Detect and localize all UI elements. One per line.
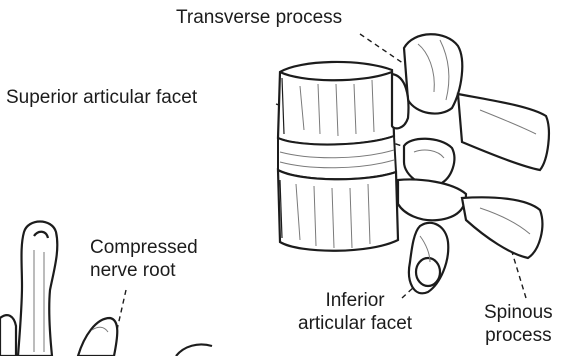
label-superior-articular-facet: Superior articular facet <box>6 86 197 109</box>
leader-line-spinous <box>512 252 526 298</box>
label-spinous-process: Spinous process <box>484 301 553 347</box>
label-spinous-line-1: Spinous <box>484 301 553 324</box>
upper-vertebral-body <box>278 62 394 145</box>
label-compressed-nerve-root: Compressed nerve root <box>90 236 198 282</box>
label-inferior-line-2: articular facet <box>298 312 412 335</box>
label-inferior-line-1: Inferior <box>298 289 412 312</box>
label-spinous-line-2: process <box>484 324 553 347</box>
label-compressed-line-2: nerve root <box>90 259 198 282</box>
label-transverse-process: Transverse process <box>176 6 342 29</box>
facet-joint-region <box>398 139 466 221</box>
inferior-articular-facet-shape <box>409 223 448 293</box>
lower-vertebral-body <box>278 170 398 251</box>
label-compressed-line-1: Compressed <box>90 236 198 259</box>
label-inferior-articular-facet: Inferior articular facet <box>298 289 412 335</box>
lower-spinous-process <box>462 197 542 258</box>
